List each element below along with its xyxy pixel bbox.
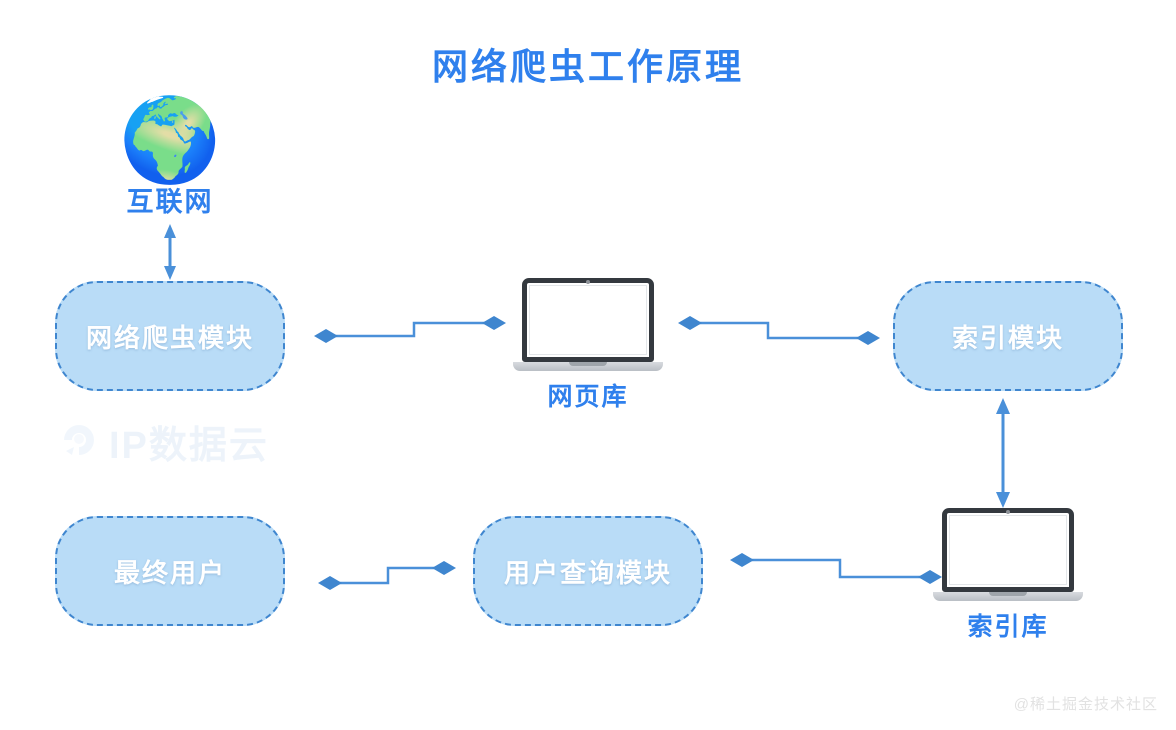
laptop-trackpad-notch	[989, 592, 1027, 596]
laptop-camera-dot	[1006, 509, 1010, 514]
connector-query-enduser	[318, 561, 456, 590]
globe-icon: 🌍	[118, 93, 222, 188]
laptop-screen	[529, 285, 647, 355]
laptop-base	[513, 362, 663, 371]
node-index-module[interactable]: 索引模块	[893, 281, 1123, 391]
brand-watermark-text: IP数据云	[109, 425, 269, 467]
laptop-icon	[522, 278, 654, 362]
node-index-module-label: 索引模块	[951, 322, 1064, 353]
node-web-page-repository-label: 网页库	[547, 383, 629, 411]
node-index-repository[interactable]: 索引库	[933, 508, 1083, 643]
node-crawler-module[interactable]: 网络爬虫模块	[55, 281, 285, 391]
node-index-repository-label: 索引库	[967, 613, 1049, 641]
laptop-camera-dot	[586, 279, 590, 284]
node-end-user-label: 最终用户	[113, 557, 226, 588]
connector-indexdb-query	[730, 553, 942, 584]
laptop-screen	[949, 515, 1067, 585]
laptop-trackpad-notch	[569, 362, 607, 366]
connector-webdb-index	[678, 316, 880, 345]
connector-crawler-webdb	[314, 316, 506, 343]
ipdata-logo-icon	[64, 424, 94, 455]
node-web-page-repository[interactable]: 网页库	[513, 278, 663, 413]
node-internet-label: 互联网	[126, 187, 214, 217]
node-user-query-module[interactable]: 用户查询模块	[473, 516, 703, 626]
community-watermark: @稀土掘金技术社区	[1013, 696, 1158, 713]
laptop-base	[933, 592, 1083, 601]
laptop-icon	[942, 508, 1074, 592]
connector-internet-crawler	[164, 224, 176, 280]
page-title: 网络爬虫工作原理	[431, 46, 744, 87]
node-end-user[interactable]: 最终用户	[55, 516, 285, 626]
node-user-query-module-label: 用户查询模块	[503, 557, 672, 588]
brand-watermark: IP数据云	[58, 414, 269, 469]
node-internet[interactable]: 🌍 互联网	[105, 98, 235, 219]
connector-index-indexdb	[996, 398, 1010, 508]
node-crawler-module-label: 网络爬虫模块	[85, 322, 254, 353]
